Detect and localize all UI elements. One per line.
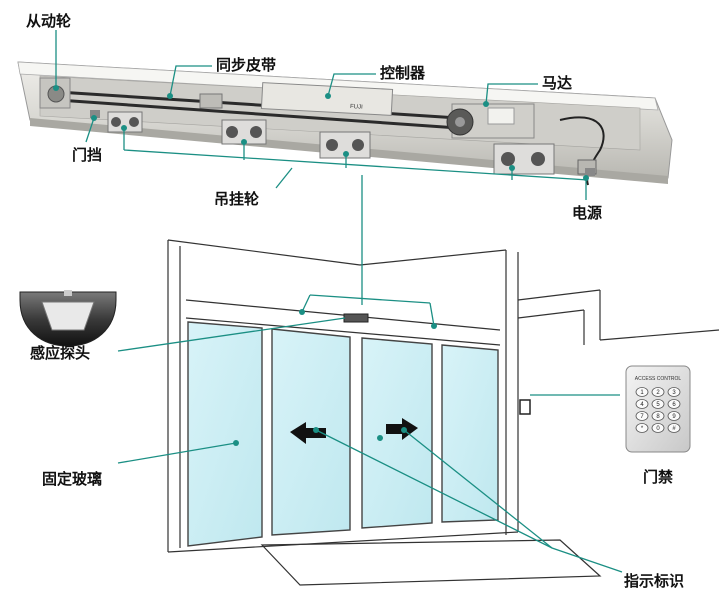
keypad-key-label: 4 [640, 402, 644, 408]
door-stop-left [90, 110, 100, 118]
hanging-wheel-4 [493, 143, 555, 175]
keypad-key [635, 411, 649, 421]
keypad-key [635, 399, 649, 409]
keypad-key-label: 1 [640, 390, 644, 396]
label-motor: 马达 [542, 74, 573, 92]
keypad-key-label: 0 [656, 426, 660, 432]
controller-brand-text: FUJI [350, 104, 363, 111]
arrow-left-icon [290, 422, 326, 444]
keypad-key-label: 2 [656, 390, 660, 396]
keypad-key [635, 423, 649, 433]
keypad-key-label: 8 [656, 414, 660, 420]
sensor-mounted [343, 313, 369, 323]
keypad-key-label: 6 [672, 402, 676, 408]
keypad-key [667, 423, 681, 433]
hanging-wheel-1 [107, 111, 143, 133]
keypad-key-label: * [641, 426, 644, 432]
keypad-key-label: 9 [672, 414, 676, 420]
keypad-key [651, 423, 665, 433]
hanging-wheel-3 [319, 131, 371, 159]
controller-box [260, 82, 394, 116]
keypad-key [635, 387, 649, 397]
keypad-key-label: 5 [656, 402, 660, 408]
glass-panels [187, 321, 499, 547]
label-fixed-glass: 固定玻璃 [42, 470, 103, 488]
keypad-key [651, 411, 665, 421]
leader-dots [53, 85, 589, 446]
keypad-brand-text: ACCESS CONTROL [635, 376, 682, 382]
sensor-product [19, 290, 117, 347]
keypad-key [667, 411, 681, 421]
door-frame [167, 239, 719, 586]
label-sync-belt: 同步皮带 [216, 56, 277, 74]
keypad-key [667, 387, 681, 397]
driven-wheel [39, 77, 71, 109]
fixed-glass-left [187, 321, 263, 547]
label-power: 电源 [572, 204, 603, 222]
leader-lines [55, 30, 623, 573]
rail-assembly: FUJI [17, 61, 673, 186]
label-sensor: 感应探头 [30, 344, 91, 362]
access-keypad: ACCESS CONTROL 1 2 3 4 5 6 7 8 9 * 0 # [625, 365, 691, 453]
label-indicator: 指示标识 [624, 572, 685, 590]
keypad-key-label: 3 [672, 390, 676, 396]
keypad-key [651, 387, 665, 397]
door-stop-right [585, 168, 595, 176]
wall-button [519, 399, 531, 415]
keypad-key [651, 399, 665, 409]
label-access-control: 门禁 [643, 468, 674, 486]
keypad-key-label: # [672, 426, 676, 432]
fixed-glass-right [441, 344, 499, 523]
label-controller: 控制器 [380, 64, 426, 82]
keypad-key-label: 7 [640, 414, 644, 420]
label-driven-wheel: 从动轮 [26, 12, 72, 30]
label-hanging-wheel: 吊挂轮 [214, 190, 260, 208]
keypad-key [667, 399, 681, 409]
label-door-stop: 门挡 [72, 146, 103, 164]
keypad-keys: 1 2 3 4 5 6 7 8 9 * 0 # [635, 387, 681, 433]
